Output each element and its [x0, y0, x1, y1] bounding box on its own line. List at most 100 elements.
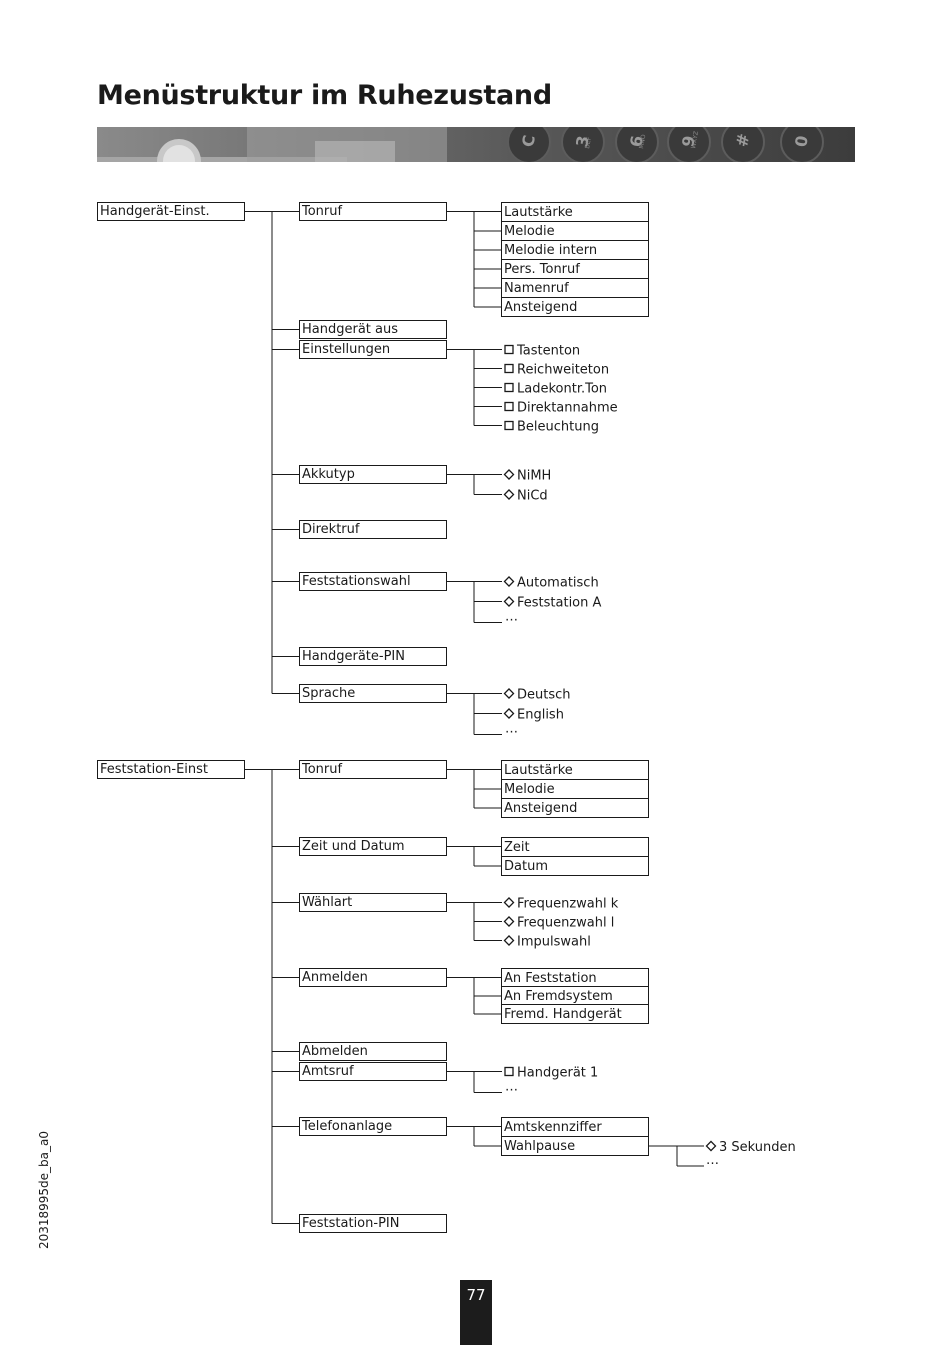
page-title: Menüstruktur im Ruhezustand — [97, 80, 552, 111]
keypad-key-icon — [561, 127, 605, 162]
option-automatisch: Automatisch — [517, 576, 599, 591]
option-nimh: NiMH — [517, 469, 551, 484]
submenu-zeit-und-datum-label: Zeit und Datum — [302, 839, 405, 854]
submenu-amtsruf-label: Amtsruf — [302, 1064, 354, 1079]
radio-diamond-icon — [503, 688, 515, 699]
option-lautst-rke-label: Lautstärke — [504, 763, 573, 778]
option-zeit-label: Zeit — [504, 840, 530, 855]
keypad-key-icon — [507, 127, 551, 162]
submenu-handger-te-pin — [299, 647, 447, 666]
option-beleuchtung: Beleuchtung — [517, 420, 599, 435]
option-frequenzwahl-k: Frequenzwahl k — [517, 897, 619, 912]
submenu-w-hlart-label: Wählart — [302, 895, 352, 910]
option-english: English — [517, 708, 564, 723]
option-amtskennziffer-label: Amtskennziffer — [504, 1120, 602, 1135]
option-ansteigend — [501, 798, 649, 818]
option-namenruf-label: Namenruf — [504, 281, 569, 296]
option-reichweiteton: Reichweiteton — [517, 363, 609, 378]
keypad-key-icon — [615, 127, 659, 162]
radio-diamond-icon — [503, 916, 515, 927]
submenu-direktruf — [299, 520, 447, 539]
submenu-direktruf-label: Direktruf — [302, 522, 360, 537]
option-pers-tonruf-label: Pers. Tonruf — [504, 262, 580, 277]
submenu-handger-t-aus — [299, 320, 447, 339]
checkbox-icon — [504, 363, 514, 374]
document-code: 20318995de_ba_a0 — [37, 1130, 51, 1250]
option-feststation-a: Feststation A — [517, 596, 602, 611]
more-options-ellipsis: … — [505, 1080, 518, 1095]
keypad-key-label: # — [732, 132, 753, 149]
keypad-key-sublabel: MNO — [638, 134, 647, 150]
submenu-handger-te-pin-label: Handgeräte-PIN — [302, 649, 405, 664]
option-melodie-label: Melodie — [504, 224, 555, 239]
keypad-key-label: C — [518, 134, 539, 149]
more-options-ellipsis: … — [505, 722, 518, 737]
option-impulswahl: Impulswahl — [517, 935, 591, 950]
option-frequenzwahl-l: Frequenzwahl l — [517, 916, 614, 931]
keypad-key-icon — [780, 127, 824, 162]
keypad-key-sublabel: DEF — [584, 136, 593, 149]
option-lautst-rke-label: Lautstärke — [504, 205, 573, 220]
option-an-fremdsystem-label: An Fremdsystem — [504, 989, 613, 1004]
option-deutsch: Deutsch — [517, 688, 571, 703]
submenu-sprache-label: Sprache — [302, 686, 355, 701]
option-3-sekunden: 3 Sekunden — [719, 1140, 796, 1155]
option-fremd-handger-t — [501, 1004, 649, 1024]
submenu-akkutyp-label: Akkutyp — [302, 467, 355, 482]
more-options-ellipsis: … — [505, 610, 518, 625]
keypad-key-label: 6 — [626, 134, 647, 148]
option-wahlpause-label: Wahlpause — [504, 1139, 575, 1154]
option-an-feststation-label: An Feststation — [504, 971, 597, 986]
submenu-telefonanlage-label: Telefonanlage — [301, 1119, 392, 1134]
option-nicd: NiCd — [517, 489, 548, 504]
submenu-handger-t-aus-label: Handgerät aus — [302, 322, 398, 337]
radio-diamond-icon — [503, 469, 515, 480]
more-options-ellipsis: … — [706, 1153, 719, 1168]
option-ansteigend-label: Ansteigend — [504, 300, 577, 315]
submenu-feststation-pin-label: Feststation-PIN — [302, 1216, 399, 1231]
submenu-abmelden — [299, 1042, 447, 1061]
checkbox-icon — [504, 344, 514, 355]
radio-diamond-icon — [705, 1140, 717, 1152]
menu-handger-t-einst-label: Handgerät-Einst. — [100, 204, 210, 219]
page-number-box: 77 — [460, 1280, 492, 1345]
radio-diamond-icon — [503, 897, 515, 908]
radio-diamond-icon — [503, 576, 515, 587]
submenu-feststationswahl-label: Feststationswahl — [302, 574, 411, 589]
option-datum — [501, 856, 649, 876]
option-fremd-handger-t-label: Fremd. Handgerät — [504, 1007, 622, 1022]
option-melodie-label: Melodie — [504, 782, 555, 797]
option-handger-t-1: Handgerät 1 — [517, 1066, 598, 1081]
menu-feststation-einst-label: Feststation-Einst — [100, 762, 208, 777]
radio-diamond-icon — [503, 935, 515, 946]
submenu-tonruf-label: Tonruf — [301, 762, 343, 777]
checkbox-icon — [504, 382, 514, 393]
checkbox-icon — [504, 420, 514, 431]
option-ladekontr-ton: Ladekontr.Ton — [517, 382, 607, 397]
option-datum-label: Datum — [504, 859, 548, 874]
keypad-key-label: 0 — [791, 134, 812, 148]
option-ansteigend-label: Ansteigend — [504, 801, 577, 816]
option-ansteigend — [501, 297, 649, 317]
radio-diamond-icon — [503, 708, 515, 719]
keypad-key-icon — [667, 127, 711, 162]
keypad-key-sublabel: WXYZ — [690, 131, 700, 150]
submenu-anmelden-label: Anmelden — [302, 970, 368, 985]
option-direktannahme: Direktannahme — [517, 401, 618, 416]
checkbox-icon — [504, 1066, 514, 1077]
keypad-key-label: 9 — [678, 134, 699, 148]
radio-diamond-icon — [503, 596, 515, 607]
keypad-key-icon — [721, 127, 765, 162]
option-melodie-intern-label: Melodie intern — [504, 243, 597, 258]
submenu-abmelden-label: Abmelden — [302, 1044, 368, 1059]
submenu-feststation-pin — [299, 1214, 447, 1233]
option-tastenton: Tastenton — [516, 344, 580, 359]
keypad-key-label: 3 — [572, 134, 593, 148]
submenu-tonruf-label: Tonruf — [301, 204, 343, 219]
radio-diamond-icon — [503, 489, 515, 500]
submenu-einstellungen-label: Einstellungen — [302, 342, 390, 357]
checkbox-icon — [504, 401, 514, 412]
page-number: 77 — [466, 1286, 486, 1304]
